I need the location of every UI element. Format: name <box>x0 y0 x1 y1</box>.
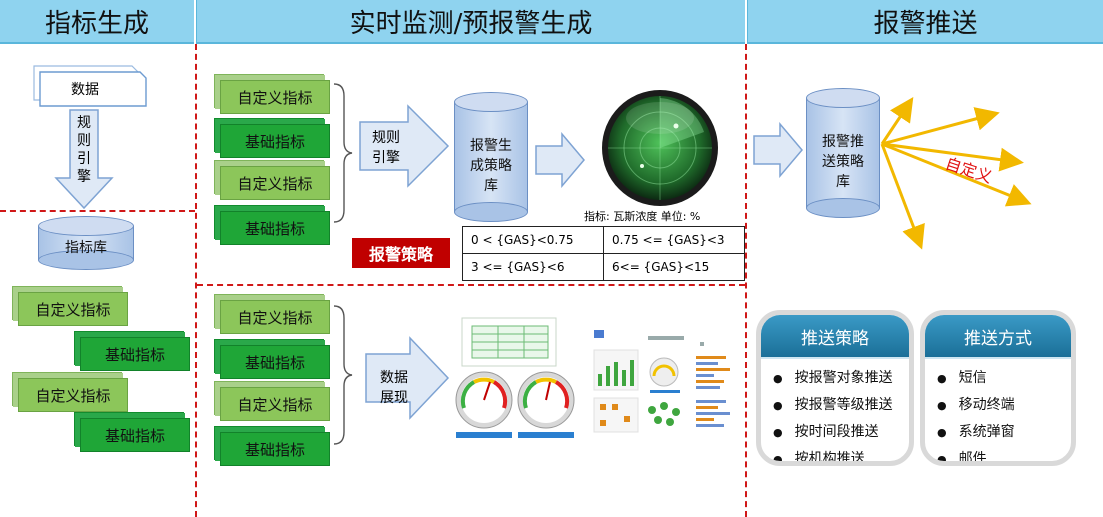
indicator-database: 指标库 <box>38 216 134 270</box>
rule-engine-label: 规 则 引 擎 <box>77 115 91 185</box>
push-rays <box>880 97 1032 250</box>
push-method-title: 推送方式 <box>925 315 1071 359</box>
push-method-card: 推送方式 短信 移动终端 系统弹窗 邮件 <box>920 310 1076 466</box>
mb-basic-indicator-1: 基础指标 <box>220 345 330 379</box>
dashboard-gauges-thumbnail <box>455 317 575 438</box>
push-method-list: 短信 移动终端 系统弹窗 邮件 <box>925 359 1071 461</box>
mb-basic-indicator-2: 基础指标 <box>220 432 330 466</box>
header-alarm-push-label: 报警推送 <box>873 8 978 39</box>
push-strategy-title: 推送策略 <box>761 315 909 359</box>
mt-to-radar-arrow <box>535 132 585 188</box>
divider-middle-horizontal <box>197 284 745 286</box>
alarm-strategy-database-label: 报警生 成策略 库 <box>470 138 512 194</box>
header-monitoring: 实时监测/预报警生成 <box>196 0 745 44</box>
divider-right <box>745 44 747 517</box>
rule-engine-down-arrow <box>54 109 114 210</box>
radar-caption: 指标: 瓦斯浓度 单位: % <box>584 210 701 223</box>
data-label: 数据 <box>71 82 99 98</box>
alarm-strategy-database: 报警生 成策略 库 <box>454 92 528 222</box>
divider-left-horizontal <box>0 210 195 212</box>
threshold-cell: 3 <= {GAS}<6 <box>462 253 604 281</box>
header-indicator-generation-label: 指标生成 <box>44 8 149 39</box>
mt-bracket <box>333 83 353 223</box>
list-item: 按机构推送 <box>773 446 909 461</box>
mt-rule-engine-arrow <box>359 104 450 188</box>
data-display-label: 数据 展现 <box>380 370 408 406</box>
list-item: 按时间段推送 <box>773 419 909 446</box>
mb-custom-indicator-2: 自定义指标 <box>220 387 330 421</box>
left-custom-indicator-1: 自定义指标 <box>18 292 128 326</box>
data-document-icon <box>33 65 147 107</box>
push-strategy-database-label: 报警推 送策略 库 <box>822 134 864 190</box>
push-strategy-card: 推送策略 按报警对象推送 按报警等级推送 按时间段推送 按机构推送 <box>756 310 914 466</box>
threshold-cell: 0 < {GAS}<0.75 <box>462 226 604 254</box>
indicator-database-label: 指标库 <box>65 240 107 256</box>
threshold-cell: 0.75 <= {GAS}<3 <box>603 226 745 254</box>
data-display-arrow <box>365 336 450 420</box>
header-indicator-generation: 指标生成 <box>0 0 194 44</box>
list-item: 移动终端 <box>937 392 1071 419</box>
list-item: 短信 <box>937 365 1071 392</box>
mt-custom-indicator-1: 自定义指标 <box>220 80 330 114</box>
push-strategy-database: 报警推 送策略 库 <box>806 88 880 218</box>
push-strategy-list: 按报警对象推送 按报警等级推送 按时间段推送 按机构推送 <box>761 359 909 461</box>
header-monitoring-label: 实时监测/预报警生成 <box>349 8 593 39</box>
divider-left <box>195 44 197 517</box>
left-basic-indicator-2: 基础指标 <box>80 418 190 452</box>
list-item: 邮件 <box>937 446 1071 461</box>
mt-basic-indicator-2: 基础指标 <box>220 211 330 245</box>
threshold-row: 3 <= {GAS}<6 6<= {GAS}<15 <box>462 253 745 281</box>
list-item: 系统弹窗 <box>937 419 1071 446</box>
list-item: 按报警等级推送 <box>773 392 909 419</box>
left-basic-indicator-1: 基础指标 <box>80 337 190 371</box>
header-alarm-push: 报警推送 <box>747 0 1103 44</box>
list-item: 按报警对象推送 <box>773 365 909 392</box>
mt-basic-indicator-1: 基础指标 <box>220 124 330 158</box>
mt-custom-indicator-2: 自定义指标 <box>220 166 330 200</box>
radar-icon <box>602 90 718 206</box>
mb-bracket <box>333 305 353 445</box>
threshold-table: 0 < {GAS}<0.75 0.75 <= {GAS}<3 3 <= {GAS… <box>462 226 745 281</box>
mb-custom-indicator-1: 自定义指标 <box>220 300 330 334</box>
push-input-arrow <box>753 122 803 178</box>
dashboard-charts-thumbnail <box>593 330 730 433</box>
threshold-cell: 6<= {GAS}<15 <box>603 253 745 281</box>
left-custom-indicator-2: 自定义指标 <box>18 378 128 412</box>
threshold-row: 0 < {GAS}<0.75 0.75 <= {GAS}<3 <box>462 226 745 254</box>
alarm-strategy-badge: 报警策略 <box>352 238 450 268</box>
mt-rule-engine-label: 规则 引擎 <box>372 130 400 166</box>
